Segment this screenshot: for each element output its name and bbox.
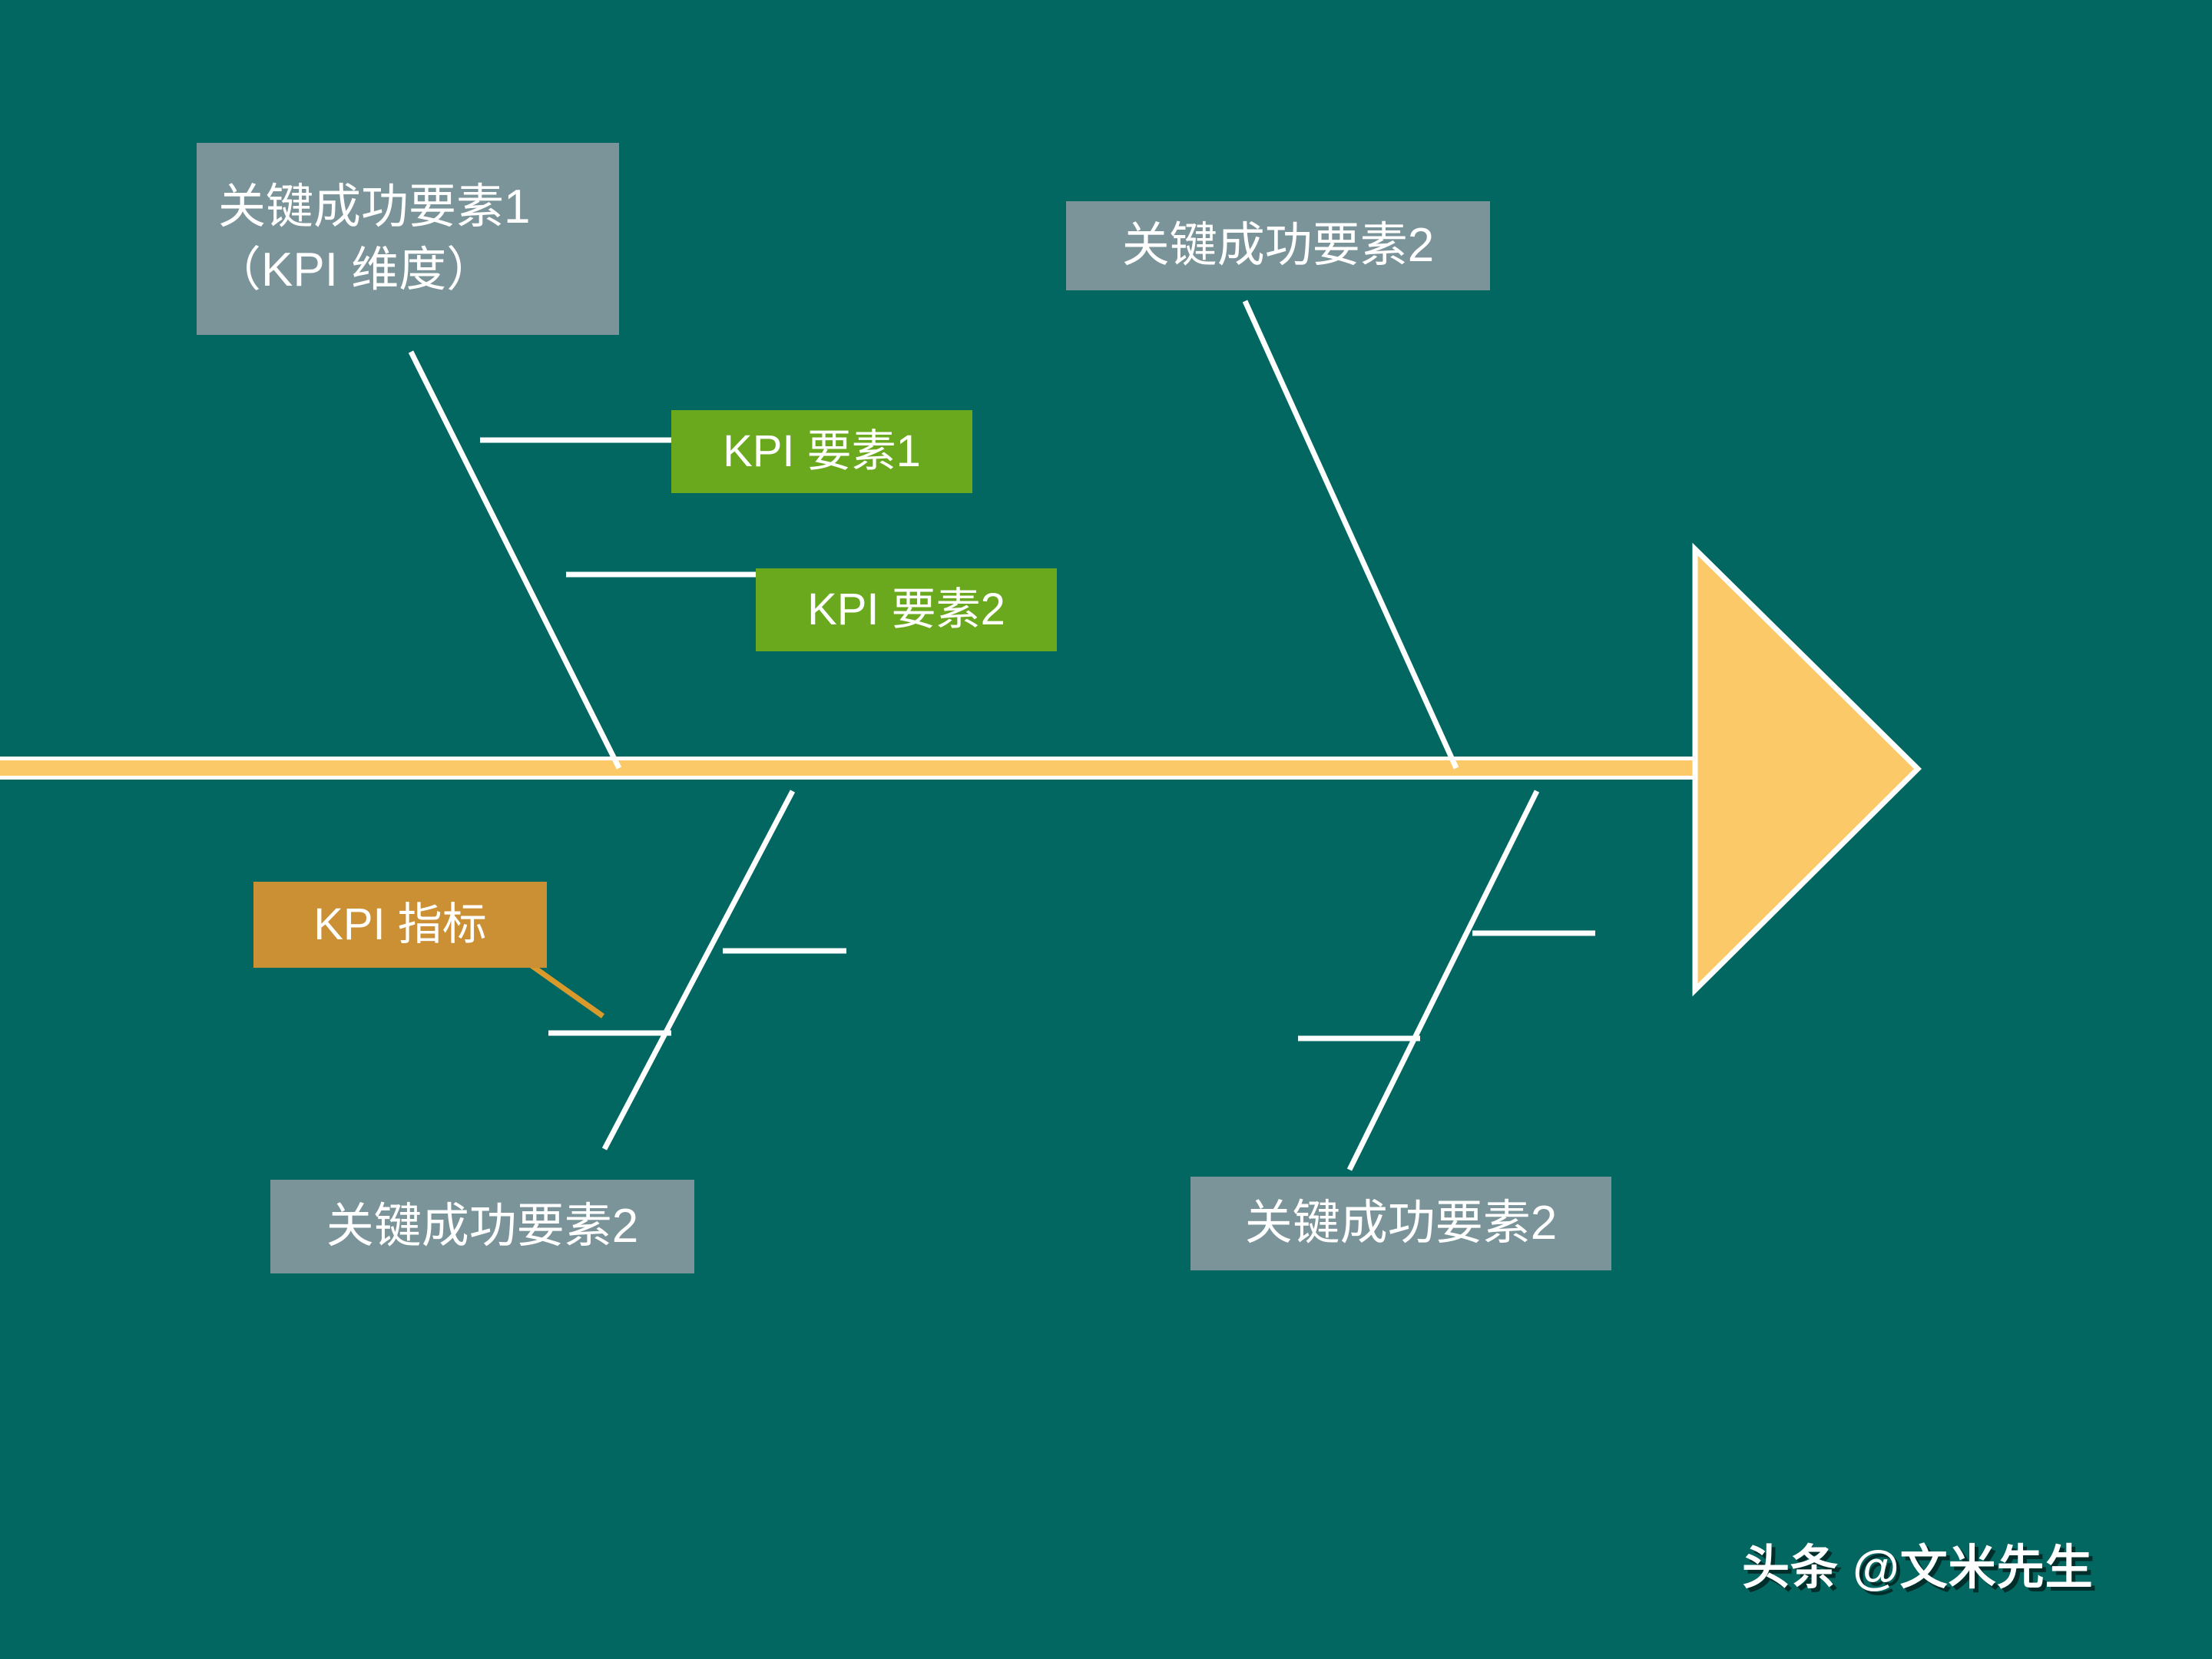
label-kpi-factor1[interactable]: KPI 要素1 <box>671 410 972 493</box>
label-csf2-bottom-left-text: 关键成功要素2 <box>326 1200 639 1253</box>
label-kpi-indicator[interactable]: KPI 指标 <box>253 882 547 968</box>
label-csf1[interactable]: 关键成功要素1 （KPI 维度） <box>197 143 619 335</box>
label-kpi-factor1-text: KPI 要素1 <box>723 426 921 476</box>
spine-bar <box>0 760 1701 776</box>
label-csf2-bottom-right[interactable]: 关键成功要素2 <box>1190 1177 1611 1270</box>
label-csf2-top-text: 关键成功要素2 <box>1121 219 1435 273</box>
label-csf1-line1: 关键成功要素1 <box>218 180 531 234</box>
label-csf2-bottom-left[interactable]: 关键成功要素2 <box>270 1180 694 1273</box>
label-csf1-line2: （KPI 维度） <box>214 243 495 296</box>
label-kpi-factor2[interactable]: KPI 要素2 <box>756 568 1057 651</box>
spine-arrowhead <box>1692 542 1922 997</box>
watermark-text: 头条 @文米先生 <box>1742 1541 2094 1594</box>
rib-upper-right-main <box>1242 300 1459 770</box>
label-csf2-top[interactable]: 关键成功要素2 <box>1066 201 1490 290</box>
label-kpi-indicator-text: KPI 指标 <box>313 899 487 949</box>
rib-lower-left-main <box>601 790 796 1151</box>
label-kpi-factor2-text: KPI 要素2 <box>807 584 1005 634</box>
label-csf2-bottom-right-text: 关键成功要素2 <box>1244 1197 1558 1250</box>
rib-upper-left-main <box>408 350 622 770</box>
main-spine-group <box>0 542 1922 997</box>
rib-lower-right-main <box>1346 790 1540 1171</box>
